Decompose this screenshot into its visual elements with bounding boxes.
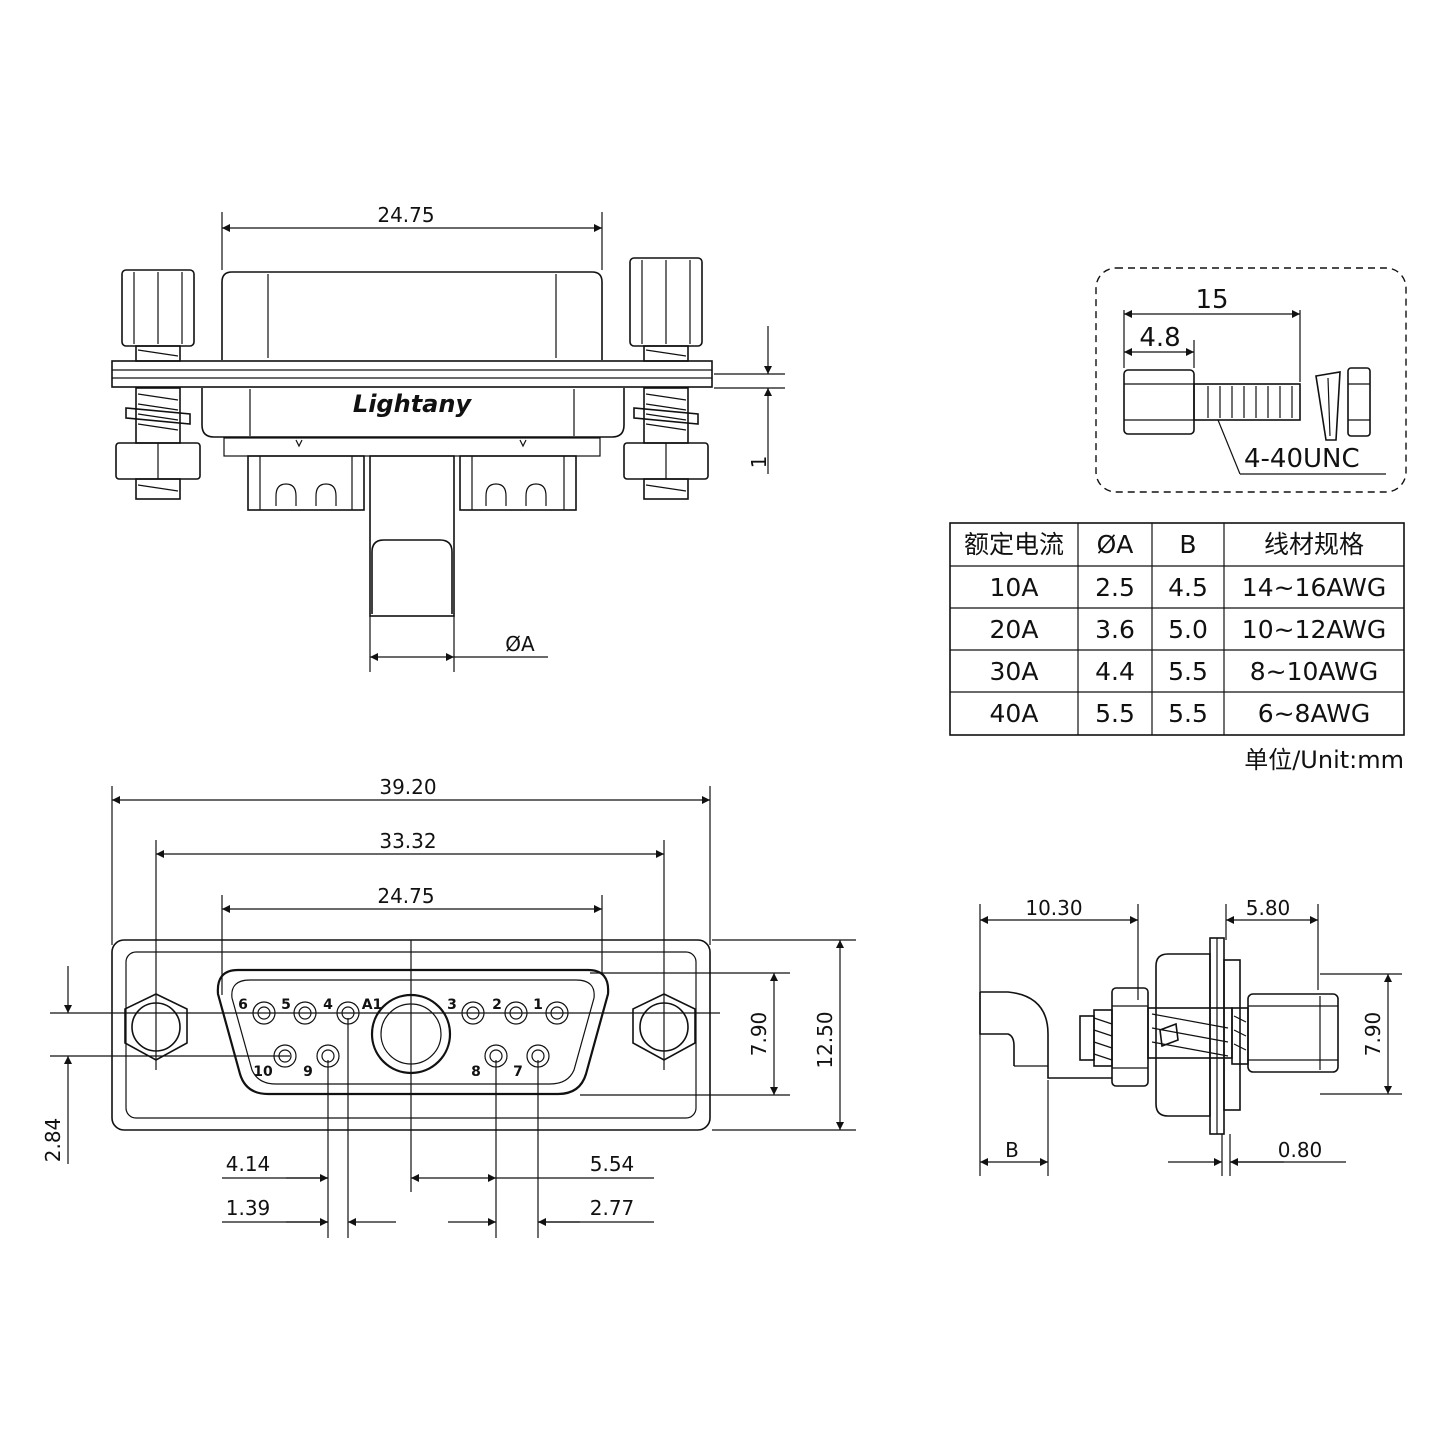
dim-side-height: 7.90 [1361, 1012, 1385, 1057]
dim-flange-thickness: 1 [747, 456, 771, 469]
dim-pitch-5-54: 5.54 [590, 1152, 635, 1176]
pin-label-1: 1 [533, 997, 543, 1013]
top-view: Lightany [111, 203, 785, 672]
table-cell-r1-c2: 5.0 [1168, 615, 1208, 644]
table-cell-r1-c3: 10~12AWG [1242, 615, 1386, 644]
pin-label-3: 3 [447, 997, 457, 1013]
dim-side-post: 5.80 [1246, 896, 1291, 920]
table-cell-r2-c1: 4.4 [1095, 657, 1135, 686]
pin-label-8: 8 [471, 1064, 481, 1080]
screwlock-right [623, 257, 709, 500]
table-header-2: B [1179, 530, 1196, 559]
table-cell-r2-c3: 8~10AWG [1250, 657, 1379, 686]
dim-top-width: 24.75 [377, 203, 434, 227]
dim-side-depth: 10.30 [1025, 896, 1082, 920]
table-cell-r1-c0: 20A [990, 615, 1039, 644]
dim-overall-width: 39.20 [379, 775, 436, 799]
thread-spec-label: 4-40UNC [1244, 444, 1360, 474]
dim-screw-total: 15 [1195, 285, 1228, 315]
table-cell-r3-c3: 6~8AWG [1258, 699, 1371, 728]
unit-note: 单位/Unit:mm [1244, 746, 1404, 774]
table-cell-r0-c2: 4.5 [1168, 573, 1208, 602]
dim-flange-height: 12.50 [813, 1011, 837, 1068]
pin-label-9: 9 [303, 1064, 313, 1080]
pin-label-2: 2 [492, 997, 502, 1013]
table-cell-r0-c0: 10A [990, 573, 1039, 602]
table-cell-r3-c0: 40A [990, 699, 1039, 728]
table-cell-r1-c1: 3.6 [1095, 615, 1135, 644]
screw-detail: 15 4.8 4-40UNC [1095, 267, 1407, 493]
table-header-3: 线材规格 [1264, 530, 1364, 559]
pin-label-a1: A1 [362, 997, 383, 1013]
pin-label-10: 10 [253, 1064, 273, 1080]
dim-mounting-holes: 33.32 [379, 829, 436, 853]
spec-table: 额定电流 ØA B 线材规格 10A 2.5 4.5 14~16AWG 20A 3.6 5.0 10~… [949, 522, 1405, 774]
dim-wire-diameter: ØA [505, 632, 535, 656]
dim-row-offset: 2.84 [41, 1118, 65, 1163]
dim-side-panel: 0.80 [1278, 1138, 1323, 1162]
table-header-1: ØA [1097, 530, 1134, 559]
dim-pitch-2-77: 2.77 [590, 1196, 635, 1220]
pin-label-7: 7 [513, 1064, 523, 1080]
front-view: 6 5 4 A1 3 2 1 10 9 8 7 39.20 33.32 24.7… [41, 775, 856, 1238]
table-header-0: 额定电流 [964, 530, 1064, 559]
table-cell-r0-c1: 2.5 [1095, 573, 1135, 602]
table-cell-r3-c2: 5.5 [1168, 699, 1208, 728]
pin-label-6: 6 [238, 997, 248, 1013]
pin-label-5: 5 [281, 997, 291, 1013]
dim-shell-width: 24.75 [377, 884, 434, 908]
table-cell-r0-c3: 14~16AWG [1242, 573, 1386, 602]
brand-logo-text: Lightany [353, 390, 473, 418]
screwlock-left [115, 269, 201, 500]
table-cell-r2-c0: 30A [990, 657, 1039, 686]
dim-shell-height: 7.90 [747, 1012, 771, 1057]
table-cell-r3-c1: 5.5 [1095, 699, 1135, 728]
pin-label-4: 4 [323, 997, 333, 1013]
dim-pitch-4-14: 4.14 [226, 1152, 271, 1176]
table-cell-r2-c2: 5.5 [1168, 657, 1208, 686]
side-view: 10.30 5.80 7.90 B 0.80 [979, 896, 1402, 1176]
dim-side-b: B [1005, 1138, 1019, 1162]
dim-screw-head: 4.8 [1139, 323, 1180, 353]
dim-pitch-1-39: 1.39 [226, 1196, 271, 1220]
